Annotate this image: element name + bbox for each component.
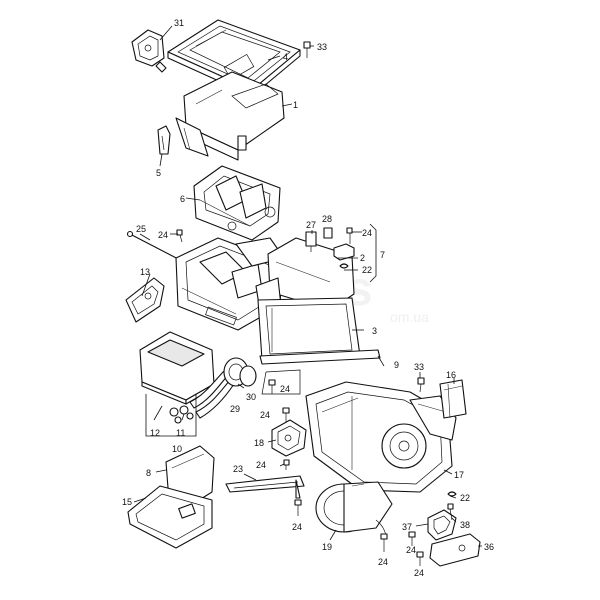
clip-part-28	[323, 227, 333, 239]
callout-24-e: 24	[256, 460, 266, 470]
seal-part-9	[259, 349, 381, 395]
clip-part-5	[157, 125, 171, 155]
callout-6: 6	[180, 194, 185, 204]
callout-24-h: 24	[406, 545, 416, 555]
callout-30: 30	[246, 392, 256, 402]
callout-38: 38	[460, 520, 470, 530]
callout-17: 17	[454, 470, 464, 480]
sensor-part-27	[305, 231, 317, 252]
screw-part-24-e	[294, 499, 302, 516]
seal-ring-part-30	[223, 357, 257, 387]
callout-33-right: 33	[414, 362, 424, 372]
rod-part-25	[126, 230, 185, 263]
callout-3: 3	[372, 326, 377, 336]
actuator-part-18	[271, 419, 307, 457]
clip-part-22-a	[339, 263, 349, 269]
callout-28: 28	[322, 214, 332, 224]
screw-part-38	[447, 503, 454, 521]
callout-8: 8	[146, 468, 151, 478]
leader-lines	[133, 25, 482, 547]
clip-part-11	[179, 405, 194, 420]
clip-part-12	[169, 407, 182, 424]
screw-part-24-c	[282, 407, 290, 422]
callout-24-b: 24	[362, 228, 372, 238]
callout-31: 31	[174, 18, 184, 28]
grid-part-16	[439, 379, 467, 419]
floor-duct-part-15	[127, 485, 213, 549]
blower-housing-assembly	[305, 381, 457, 493]
callout-5: 5	[156, 168, 161, 178]
callout-18: 18	[254, 438, 264, 448]
screw-part-33-right	[417, 377, 425, 393]
callout-19: 19	[322, 542, 332, 552]
screw-part-24-g	[408, 531, 416, 546]
callout-24-g: 24	[378, 557, 388, 567]
middle-housing-part-6	[193, 165, 281, 241]
callout-9: 9	[394, 360, 399, 370]
blower-motor-part-19	[315, 481, 393, 537]
screw-part-24-d	[283, 459, 290, 470]
screw-part-24-a	[176, 229, 183, 243]
callout-13: 13	[140, 267, 150, 277]
callout-29: 29	[230, 404, 240, 414]
bracket-part-2	[333, 227, 355, 261]
bracket-part-36	[429, 533, 481, 567]
resistor-part-37	[427, 509, 457, 541]
evaporator-part-3	[257, 297, 361, 361]
callout-33-top: 33	[317, 42, 327, 52]
callout-24-a: 24	[158, 230, 168, 240]
callout-22-a: 22	[362, 265, 372, 275]
callout-24-f: 24	[292, 522, 302, 532]
callout-22-b: 22	[460, 493, 470, 503]
screw-part-24-b	[268, 379, 276, 394]
callout-16: 16	[446, 370, 456, 380]
callout-15: 15	[122, 497, 132, 507]
screw-part-24-h	[416, 551, 424, 566]
callout-24-i: 24	[414, 568, 424, 578]
rail-part-23	[225, 475, 305, 499]
callout-25: 25	[136, 224, 146, 234]
callout-24-d: 24	[260, 410, 270, 420]
callout-37: 37	[402, 522, 412, 532]
callout-4: 4	[283, 52, 288, 62]
callout-labels: 31 4 33 1 5 6 25 24 27 28 24 7 2 22 13 3…	[122, 18, 494, 578]
duct-part-8	[165, 445, 215, 503]
clip-part-22-b	[447, 491, 457, 497]
actuator-part-13	[125, 277, 165, 323]
callout-12: 12	[150, 428, 160, 438]
callout-23: 23	[233, 464, 243, 474]
upper-housing-part-1	[175, 71, 285, 161]
callout-24-c: 24	[280, 384, 290, 394]
callout-7: 7	[380, 250, 385, 260]
screw-part-33-top	[303, 41, 311, 58]
callout-1: 1	[293, 100, 298, 110]
group-bracket-10	[145, 394, 197, 437]
callout-11: 11	[176, 428, 185, 438]
callout-2: 2	[360, 253, 365, 263]
screw-part-24-f	[380, 533, 388, 552]
callout-27: 27	[306, 220, 316, 230]
callout-10: 10	[172, 444, 182, 454]
bracket-part-31	[131, 29, 167, 73]
callout-36: 36	[484, 542, 494, 552]
watermark-url: om.ua	[390, 309, 429, 325]
